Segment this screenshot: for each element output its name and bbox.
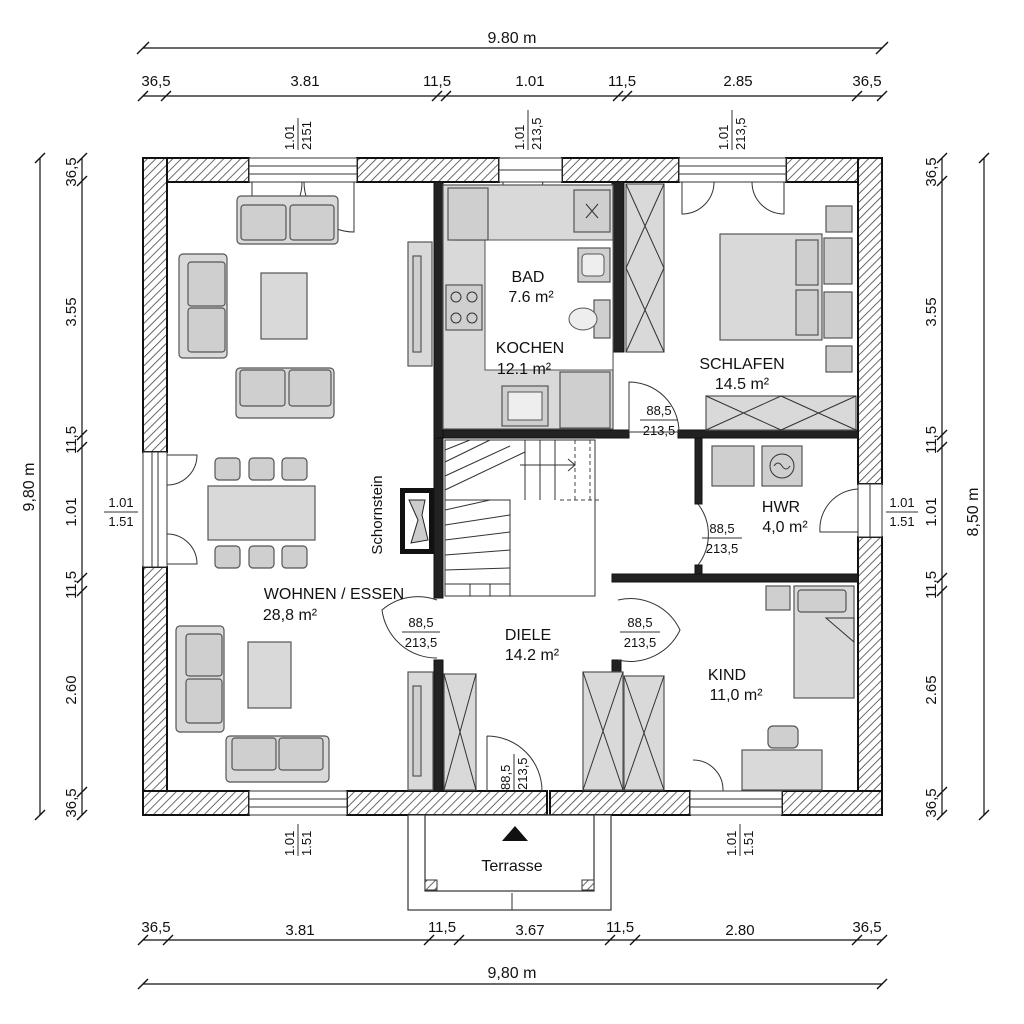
furniture-hwr bbox=[711, 445, 803, 487]
label-door-schlafen-w: 88,5 bbox=[646, 403, 671, 418]
label-win-left-w: 1.01 bbox=[108, 495, 133, 510]
dim-bottom-seg-1: 36,5 bbox=[141, 919, 170, 936]
room-bad-name: BAD bbox=[512, 269, 545, 286]
label-win-bottom-left-w: 1.01 bbox=[282, 831, 297, 856]
room-diele-name: DIELE bbox=[505, 627, 551, 644]
label-door-hwr-w: 88,5 bbox=[709, 521, 734, 536]
dim-left-total: 9,80 m bbox=[21, 463, 38, 512]
opening-labels: 1.01 2151 1.01 213,5 1.01 213,5 1.01 1.5… bbox=[104, 110, 918, 856]
room-kind-name: KIND bbox=[708, 667, 746, 684]
label-door-kind-h: 213,5 bbox=[624, 635, 657, 650]
dim-left-seg-6: 2.60 bbox=[63, 675, 80, 704]
label-win-bottom-left-h: 1.51 bbox=[299, 831, 314, 856]
label-door-bottom-h: 213,5 bbox=[515, 757, 530, 790]
interior-walls bbox=[433, 181, 859, 792]
label-door-wohnen-h: 213,5 bbox=[405, 635, 438, 650]
dim-top-seg-4: 1.01 bbox=[515, 73, 544, 90]
dim-top-seg-1: 36,5 bbox=[141, 73, 170, 90]
dim-right-total: 8,50 m bbox=[965, 488, 982, 537]
dim-right-seg-6: 2.65 bbox=[923, 675, 940, 704]
dim-top-seg-7: 36,5 bbox=[852, 73, 881, 90]
dimension-left: 9,80 m 36,5 3.55 11,5 1.01 11,5 2.60 36,… bbox=[21, 152, 88, 821]
dimension-right: 8,50 m 36,5 3.55 11,5 1.01 11,5 2.65 36,… bbox=[923, 152, 990, 821]
dim-right-seg-5: 11,5 bbox=[923, 571, 940, 599]
interior-doors bbox=[381, 181, 859, 792]
dim-left-seg-2: 3.55 bbox=[63, 297, 80, 326]
dim-right-seg-1: 36,5 bbox=[923, 157, 940, 186]
label-win-right-w: 1.01 bbox=[889, 495, 914, 510]
label-win-bottom-right-w: 1.01 bbox=[724, 831, 739, 856]
dim-bottom-seg-6: 2.80 bbox=[725, 922, 754, 939]
room-schlafen-area: 14.5 m² bbox=[715, 376, 770, 393]
room-schlafen-name: SCHLAFEN bbox=[699, 356, 784, 373]
dim-top-seg-3: 11,5 bbox=[423, 73, 451, 90]
furniture-kochen-bad bbox=[442, 184, 614, 430]
label-win-left-h: 1.51 bbox=[108, 514, 133, 529]
dim-left-seg-5: 11,5 bbox=[63, 571, 80, 599]
staircase bbox=[444, 439, 600, 597]
room-diele-area: 14.2 m² bbox=[505, 647, 560, 664]
label-door-wohnen-w: 88,5 bbox=[408, 615, 433, 630]
dim-top-seg-5: 11,5 bbox=[608, 73, 636, 90]
dim-bottom-total: 9,80 m bbox=[488, 965, 537, 982]
label-win-top-right-w: 1.01 bbox=[716, 125, 731, 150]
room-wohnen-name: WOHNEN / ESSEN bbox=[264, 586, 404, 603]
label-win-right-h: 1.51 bbox=[889, 514, 914, 529]
room-labels: BAD 7.6 m² KOCHEN 12.1 m² SCHLAFEN 14.5 … bbox=[263, 269, 808, 875]
dim-left-seg-7: 36,5 bbox=[63, 788, 80, 817]
dim-top-seg-6: 2.85 bbox=[723, 73, 752, 90]
dim-bottom-seg-3: 11,5 bbox=[428, 919, 456, 936]
label-win-top-mid-h: 213,5 bbox=[529, 117, 544, 150]
dim-left-seg-3: 11,5 bbox=[63, 426, 80, 454]
windows bbox=[142, 157, 883, 816]
chimney bbox=[400, 488, 434, 554]
arrow-up-icon bbox=[502, 826, 528, 841]
label-door-kind-w: 88,5 bbox=[627, 615, 652, 630]
dim-right-seg-2: 3.55 bbox=[923, 297, 940, 326]
dimension-bottom: 36,5 3.81 11,5 3.67 11,5 2.80 36,5 9,80 … bbox=[137, 919, 888, 990]
label-door-schlafen-h: 213,5 bbox=[643, 423, 676, 438]
room-bad-area: 7.6 m² bbox=[508, 289, 554, 306]
furniture-schlafen bbox=[625, 183, 857, 431]
terrace-label: Terrasse bbox=[481, 858, 542, 875]
exterior-walls bbox=[142, 157, 883, 816]
dim-top-seg-2: 3.81 bbox=[290, 73, 319, 90]
room-kochen-name: KOCHEN bbox=[496, 340, 564, 357]
room-hwr-area: 4,0 m² bbox=[762, 519, 808, 536]
room-kochen-area: 12.1 m² bbox=[497, 361, 552, 378]
furniture-wohnen bbox=[175, 195, 434, 791]
dim-bottom-seg-7: 36,5 bbox=[852, 919, 881, 936]
terrace bbox=[407, 814, 612, 911]
label-door-hwr-h: 213,5 bbox=[706, 541, 739, 556]
dim-bottom-seg-2: 3.81 bbox=[285, 922, 314, 939]
dim-top-total: 9.80 m bbox=[488, 30, 537, 47]
dimension-top: 9.80 m 36,5 3.81 11,5 1.01 11,5 2.85 36,… bbox=[136, 30, 889, 102]
label-win-top-mid-w: 1.01 bbox=[512, 125, 527, 150]
dim-left-seg-1: 36,5 bbox=[63, 157, 80, 186]
dim-bottom-seg-5: 11,5 bbox=[606, 919, 634, 936]
dim-bottom-seg-4: 3.67 bbox=[515, 922, 544, 939]
room-wohnen-area: 28,8 m² bbox=[263, 607, 318, 624]
label-win-top-left-w: 1.01 bbox=[282, 125, 297, 150]
label-win-bottom-right-h: 1.51 bbox=[741, 831, 756, 856]
room-hwr-name: HWR bbox=[762, 499, 800, 516]
furniture-kind bbox=[443, 585, 855, 791]
dim-right-seg-3: 11,5 bbox=[923, 426, 940, 454]
dim-left-seg-4: 1.01 bbox=[63, 497, 80, 526]
label-door-bottom-w: 88,5 bbox=[498, 765, 513, 790]
label-win-top-left-h: 2151 bbox=[299, 121, 314, 150]
label-win-top-right-h: 213,5 bbox=[733, 117, 748, 150]
dim-right-seg-7: 36,5 bbox=[923, 788, 940, 817]
chimney-label: Schornstein bbox=[369, 475, 386, 554]
room-kind-area: 11,0 m² bbox=[709, 687, 763, 704]
dim-right-seg-4: 1.01 bbox=[923, 497, 940, 526]
